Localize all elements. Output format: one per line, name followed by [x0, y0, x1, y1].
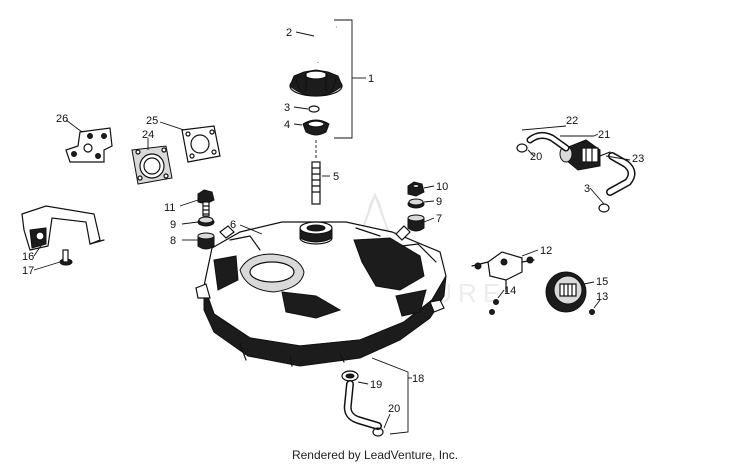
bolt [197, 189, 215, 217]
washer-left [197, 216, 215, 227]
hose-clamp-bottom [341, 370, 359, 382]
drain-hose [343, 380, 382, 430]
callout-9: 9 [170, 219, 176, 231]
washer-right [407, 198, 425, 209]
hose-clamp-lower [598, 203, 610, 213]
callout-26: 26 [56, 113, 68, 125]
callout-14: 14 [504, 285, 516, 297]
callout-25: 25 [146, 115, 158, 127]
callout-13: 13 [596, 291, 608, 303]
callout-11: 11 [164, 202, 175, 214]
hose-clamp-drain [372, 427, 384, 437]
callout-10: 10 [436, 181, 448, 193]
callout-15: 15 [596, 276, 608, 288]
callout-labels: 1 2 3 3 4 5 6 7 8 9 9 10 11 12 13 14 15 … [22, 27, 644, 415]
small-bolt [59, 249, 73, 266]
fuel-filter [559, 139, 611, 171]
callout-20: 20 [530, 151, 542, 163]
fuel-cap [289, 69, 343, 97]
cap-gasket [302, 119, 330, 136]
fuel-valve [471, 251, 535, 293]
callout-21: 21 [598, 129, 610, 141]
callout-9: 9 [436, 196, 442, 208]
callout-17: 17 [22, 265, 34, 277]
o-ring-small [308, 105, 320, 113]
callout-24: 24 [142, 129, 154, 141]
fuel-tank [195, 221, 447, 367]
callout-1: 1 [368, 73, 374, 85]
mount-plate [65, 127, 113, 163]
grommet [197, 232, 215, 250]
callout-12: 12 [540, 245, 552, 257]
callout-6: 6 [230, 219, 236, 231]
square-gasket [181, 125, 221, 163]
nut-right [407, 181, 425, 197]
credit-text: Rendered by LeadVenture, Inc. [291, 448, 459, 462]
fuel-hose-upper [526, 131, 570, 152]
callout-22: 22 [566, 115, 578, 127]
callout-3: 3 [584, 183, 590, 195]
filler-stud [311, 140, 321, 205]
callout-2: 2 [286, 27, 292, 39]
fuel-hose-lower [606, 152, 636, 196]
fuel-sender [545, 271, 587, 313]
callout-7: 7 [436, 213, 442, 225]
hose-clamp-upper [516, 143, 528, 153]
callout-4: 4 [284, 119, 290, 131]
grommet-right [407, 214, 425, 232]
callout-20: 20 [388, 403, 400, 415]
valve-screws [489, 299, 499, 315]
callout-18: 18 [412, 373, 424, 385]
vent-hose [314, 25, 337, 63]
sender-gasket [131, 145, 173, 185]
l-bracket [21, 205, 105, 251]
callout-23: 23 [632, 153, 644, 165]
callout-8: 8 [170, 235, 176, 247]
callout-5: 5 [333, 171, 339, 183]
callout-3: 3 [284, 102, 290, 114]
callout-16: 16 [22, 251, 34, 263]
leader-lines [33, 19, 631, 435]
callout-19: 19 [370, 379, 382, 391]
sender-screw [589, 309, 595, 315]
